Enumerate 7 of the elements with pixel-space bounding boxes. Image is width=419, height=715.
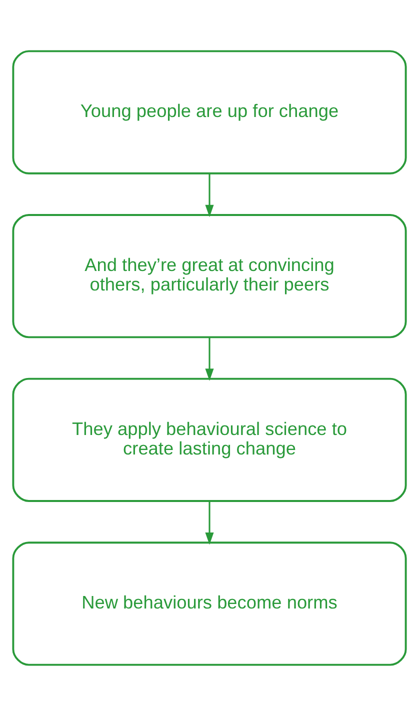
node-box: They apply behavioural science to create lasting change (12, 377, 407, 502)
arrow (205, 173, 214, 217)
node-box: And they’re great at convincing others, particularly their peers (12, 214, 407, 338)
arrow (205, 336, 214, 380)
node-box: New behaviours become norms (12, 541, 407, 666)
arrow (205, 500, 214, 544)
node-box: Young people are up for change (12, 50, 407, 174)
